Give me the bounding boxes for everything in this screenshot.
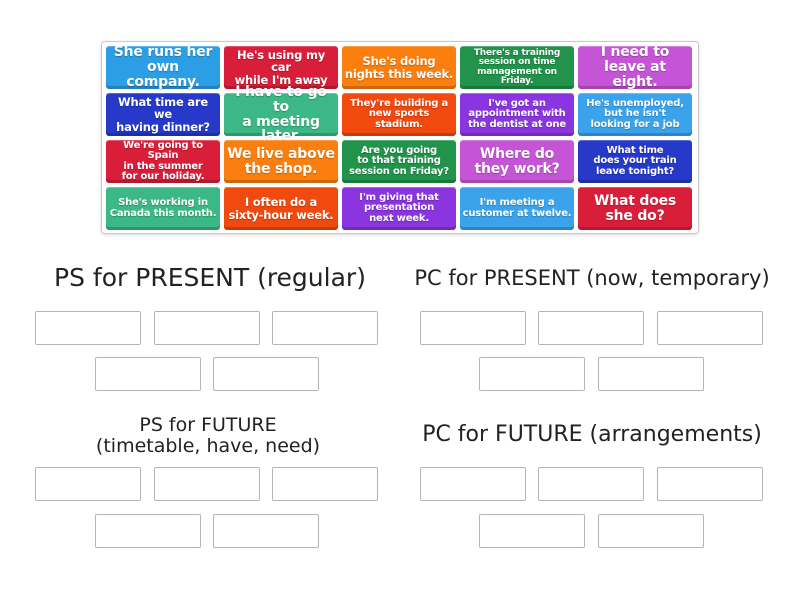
drop-slot[interactable] [538, 467, 644, 501]
draggable-tile[interactable]: What does she do? [578, 187, 692, 230]
draggable-tile[interactable]: She runs her own company. [106, 45, 220, 89]
draggable-tile[interactable]: I often do a sixty-hour week. [224, 187, 338, 230]
group-title: PS for FUTURE (timetable, have, need) [95, 414, 321, 457]
draggable-tile[interactable]: I need to leave at eight. [578, 45, 692, 89]
draggable-tile[interactable]: We're going to Spain in the summer for o… [106, 140, 220, 183]
drop-slot[interactable] [598, 514, 704, 548]
draggable-tile[interactable]: He's unemployed, but he isn't looking fo… [578, 93, 692, 136]
draggable-tile[interactable]: What time does your train leave tonight? [578, 140, 692, 183]
tile-bank: She runs her own company. He's using my … [101, 41, 699, 234]
drop-slot[interactable] [538, 311, 644, 345]
draggable-tile[interactable]: Where do they work? [460, 140, 574, 183]
draggable-tile[interactable]: He's using my car while I'm away [224, 46, 338, 89]
draggable-tile[interactable]: I have to go to a meeting later. [224, 85, 338, 144]
drop-slot[interactable] [420, 311, 526, 345]
drop-slot[interactable] [420, 467, 526, 501]
draggable-tile[interactable]: Are you going to that training session o… [342, 140, 456, 183]
draggable-tile[interactable]: I'm meeting a customer at twelve. [460, 187, 574, 230]
drop-slot[interactable] [154, 311, 260, 345]
draggable-tile[interactable]: I'm giving that presentation next week. [342, 187, 456, 230]
drop-slot[interactable] [35, 467, 141, 501]
drop-slot[interactable] [213, 357, 319, 391]
draggable-tile[interactable]: They're building a new sports stadium. [342, 93, 456, 136]
draggable-tile[interactable]: She's working in Canada this month. [106, 187, 220, 230]
draggable-tile[interactable]: I've got an appointment with the dentist… [460, 93, 574, 136]
tile-grid: She runs her own company. He's using my … [106, 45, 692, 230]
draggable-tile[interactable]: She's doing nights this week. [342, 46, 456, 89]
group-title: PC for FUTURE (arrangements) [422, 422, 762, 447]
drop-slot[interactable] [95, 514, 201, 548]
drop-slot[interactable] [272, 311, 378, 345]
drop-slot[interactable] [657, 467, 763, 501]
draggable-tile[interactable]: There's a training session on time manag… [460, 46, 574, 89]
drop-slot[interactable] [657, 311, 763, 345]
drop-slot[interactable] [154, 467, 260, 501]
draggable-tile[interactable]: What time are we having dinner? [106, 93, 220, 136]
group-title: PS for PRESENT (regular) [54, 263, 366, 292]
drop-slot[interactable] [35, 311, 141, 345]
drop-slot[interactable] [272, 467, 378, 501]
draggable-tile[interactable]: We live above the shop. [224, 140, 338, 183]
drop-slot[interactable] [213, 514, 319, 548]
drop-slot[interactable] [598, 357, 704, 391]
drop-slot[interactable] [479, 514, 585, 548]
group-title: PC for PRESENT (now, temporary) [414, 266, 770, 290]
drop-slot[interactable] [479, 357, 585, 391]
drop-slot[interactable] [95, 357, 201, 391]
